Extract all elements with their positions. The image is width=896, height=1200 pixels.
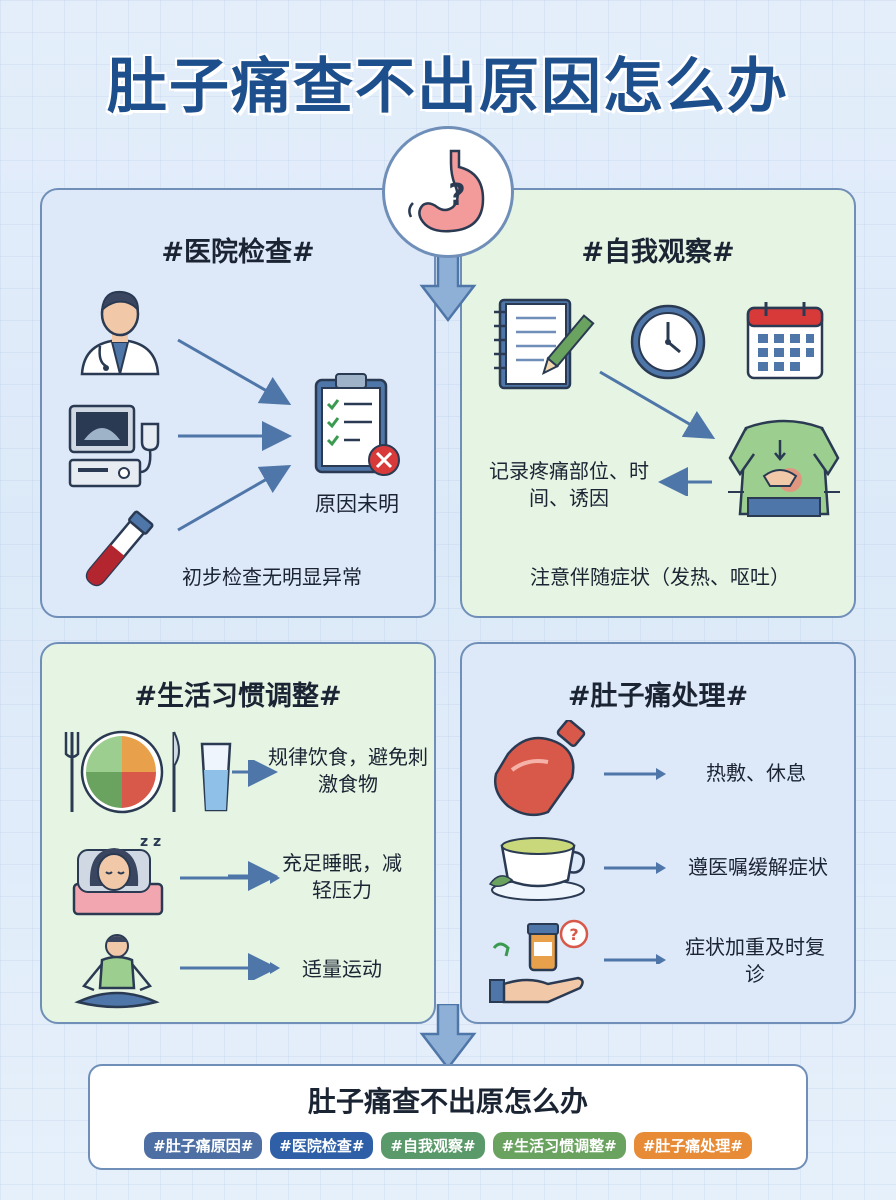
- hospital-check-heading: #医院检查#: [161, 237, 315, 268]
- tag-hospital-check[interactable]: #医院检查#: [270, 1132, 374, 1159]
- result-label: 原因未明: [315, 492, 399, 516]
- self-observe-heading: #自我观察#: [581, 237, 735, 268]
- ultrasound-machine-icon: [68, 404, 160, 488]
- lifestyle-item-diet: 规律饮食，避免刺激食物: [268, 745, 428, 796]
- record-text: 记录疼痛部位、时间、诱因: [489, 459, 649, 510]
- notebook-pen-icon: [494, 298, 595, 390]
- lifestyle-arrow-2: [180, 872, 280, 884]
- meditation-icon: [74, 934, 160, 1009]
- footer-title: 肚子痛查不出原怎么办: [307, 1085, 588, 1118]
- clipboard-icon: [314, 373, 400, 476]
- self-observe-caption: 注意伴随症状（发热、呕吐）: [530, 565, 790, 589]
- down-arrow-bottom: [419, 1004, 477, 1071]
- treatment-panel: #肚子痛处理# ? 热敷、休息 遵医嘱缓解症状 症状加重及时复诊: [460, 642, 856, 1024]
- svg-text:?: ?: [569, 925, 578, 944]
- tag-list: #肚子痛原因# #医院检查# #自我观察# #生活习惯调整# #肚子痛处理#: [90, 1132, 806, 1159]
- hospital-caption: 初步检查无明显异常: [182, 565, 362, 589]
- calendar-icon: [746, 302, 824, 380]
- clock-icon: [630, 304, 706, 380]
- hot-water-bottle-icon: [494, 720, 586, 817]
- doctor-icon: [80, 290, 160, 376]
- meal-plate-icon: [64, 730, 232, 814]
- treatment-item-doctor: 遵医嘱缓解症状: [688, 855, 828, 879]
- treatment-heading: #肚子痛处理#: [567, 681, 749, 712]
- treatment-item-revisit: 症状加重及时复诊: [685, 935, 825, 986]
- self-observe-panel: #自我观察#: [460, 188, 856, 618]
- tag-treatment[interactable]: #肚子痛处理#: [633, 1132, 752, 1159]
- stomach-pain-person-icon: [728, 419, 840, 517]
- tag-lifestyle[interactable]: #生活习惯调整#: [492, 1132, 626, 1159]
- sleeping-person-icon: z z: [72, 834, 164, 916]
- lifestyle-arrow-3: [180, 962, 280, 974]
- observe-arrows: [599, 370, 716, 496]
- svg-text:?: ?: [448, 178, 465, 213]
- stomach-emblem: ?: [382, 126, 514, 258]
- test-tube-icon: [85, 510, 154, 587]
- stomach-question-icon: ?: [408, 149, 485, 233]
- flow-arrows: [177, 338, 292, 532]
- treatment-arrows: [604, 768, 666, 964]
- page-title: 肚子痛查不出原因怎么办: [107, 52, 789, 122]
- treatment-item-heat: 热敷、休息: [706, 761, 806, 785]
- hospital-check-panel: #医院检查#: [40, 188, 436, 618]
- tea-cup-icon: [488, 837, 585, 901]
- footer-card: 肚子痛查不出原怎么办 #肚子痛原因# #医院检查# #自我观察# #生活习惯调整…: [88, 1064, 808, 1170]
- svg-text:z z: z z: [140, 834, 161, 850]
- medicine-hand-icon: ?: [489, 919, 589, 1004]
- lifestyle-panel: #生活习惯调整# z z: [40, 642, 436, 1024]
- lifestyle-item-exercise: 适量运动: [302, 957, 382, 981]
- down-arrow-top: [419, 256, 477, 323]
- lifestyle-heading: #生活习惯调整#: [134, 681, 342, 712]
- lifestyle-item-sleep: 充足睡眠，减轻压力: [282, 851, 402, 902]
- tag-stomach-cause[interactable]: #肚子痛原因#: [144, 1132, 263, 1159]
- tag-self-observe[interactable]: #自我观察#: [381, 1132, 485, 1159]
